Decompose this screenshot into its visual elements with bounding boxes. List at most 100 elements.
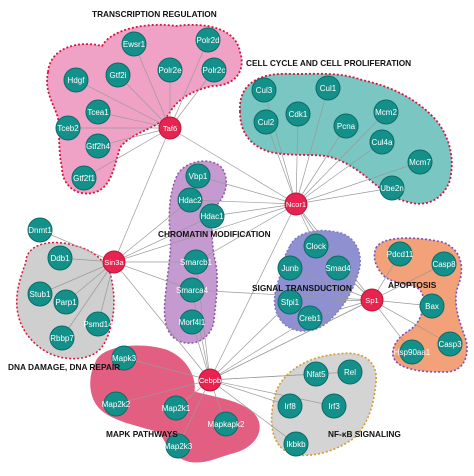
gene-node-pdcd11[interactable]: Pdcd11: [387, 241, 414, 267]
gene-node-junb[interactable]: Junb: [277, 255, 303, 281]
edge-sin3a-smarca4: [113, 261, 193, 291]
gene-label-hdac2: Hdac2: [178, 196, 202, 205]
edge-sin3a-hdac1: [113, 215, 213, 263]
gene-node-mapk3[interactable]: Mapk3: [111, 345, 137, 371]
edge-cebpb-creb1: [209, 317, 311, 381]
gene-label-junb: Junb: [281, 264, 299, 273]
group-labels: TRANSCRIPTION REGULATION CELL CYCLE AND …: [8, 9, 437, 439]
gene-label-smarcb1: Smarcb1: [180, 258, 213, 267]
gene-node-cdk1[interactable]: Cdk1: [285, 101, 311, 127]
gene-node-cul4a[interactable]: Cul4a: [369, 129, 395, 155]
gene-node-map2k3[interactable]: Map2k3: [164, 433, 193, 459]
gene-node-creb1[interactable]: Creb1: [297, 305, 323, 331]
gene-node-ube2n[interactable]: Ube2n: [379, 175, 405, 201]
gene-node-mapkapk2[interactable]: Mapkapk2: [208, 411, 245, 437]
gene-label-map2k1: Map2k1: [162, 404, 191, 413]
edge-sp1-ncor1: [295, 203, 373, 301]
edge-ncor1-sin3a: [113, 203, 297, 263]
gene-label-vbp1: Vbp1: [189, 172, 208, 181]
edge-ncor1-cul3: [263, 89, 297, 205]
gene-node-morf4l1[interactable]: Morf4l1: [179, 309, 206, 335]
gene-label-dnmt1: Dnmt1: [28, 226, 52, 235]
gene-node-stub1[interactable]: Stub1: [27, 281, 53, 307]
edge-taf6-polr2d: [169, 39, 209, 129]
gene-node-polr2d[interactable]: Polr2d: [195, 27, 221, 53]
gene-node-tcea1[interactable]: Tcea1: [85, 99, 111, 125]
gene-label-gtf2h4: Gtf2h4: [86, 142, 111, 151]
edge-cebpb-sp1: [209, 299, 373, 381]
gene-label-parp1: Parp1: [55, 298, 77, 307]
gene-node-bax[interactable]: Bax: [419, 293, 445, 319]
gene-node-gtf2h4[interactable]: Gtf2h4: [85, 133, 111, 159]
hub-label-sin3a: Sin3a: [104, 258, 124, 267]
hub-label-sp1: Sp1: [365, 296, 379, 305]
gene-node-hsp90aa1[interactable]: Hsp90aa1: [394, 339, 431, 365]
gene-node-casp3[interactable]: Casp3: [437, 331, 463, 357]
gene-label-map2k3: Map2k3: [164, 442, 193, 451]
gene-node-vbp1[interactable]: Vbp1: [185, 163, 211, 189]
edge-ncor1-mcm2: [295, 111, 387, 205]
gene-node-map2k2[interactable]: Map2k2: [102, 391, 131, 417]
gene-node-rbbp7[interactable]: Rbbp7: [49, 325, 75, 351]
edge-sin3a-hdac2: [113, 199, 191, 263]
gene-node-smarca4[interactable]: Smarca4: [176, 277, 209, 303]
gene-node-cul1[interactable]: Cul1: [315, 75, 341, 101]
gene-label-smarca4: Smarca4: [176, 286, 209, 295]
gene-node-irf8[interactable]: Irf8: [277, 393, 303, 419]
gene-node-mcm2[interactable]: Mcm2: [373, 99, 399, 125]
gene-label-cul4a: Cul4a: [372, 138, 393, 147]
edge-taf6-ncor1: [169, 127, 297, 205]
gene-label-clock: Clock: [306, 242, 327, 251]
gene-node-casp8[interactable]: Casp8: [431, 251, 457, 277]
gene-node-hdac2[interactable]: Hdac2: [177, 187, 203, 213]
label-transcription-regulation: TRANSCRIPTION REGULATION: [92, 9, 217, 19]
hub-node-sp1[interactable]: Sp1: [360, 288, 384, 312]
gene-node-ddb1[interactable]: Ddb1: [47, 245, 73, 271]
gene-node-clock[interactable]: Clock: [303, 233, 329, 259]
hub-node-taf6[interactable]: Taf6: [158, 116, 182, 140]
gene-node-mcm7[interactable]: Mcm7: [407, 149, 433, 175]
edge-ncor1-smarcb1: [195, 203, 297, 263]
gene-node-psmd14[interactable]: Psmd14: [83, 311, 113, 337]
gene-node-map2k1[interactable]: Map2k1: [162, 395, 191, 421]
edge-ncor1-cebpb: [209, 203, 297, 381]
gene-node-rel[interactable]: Rel: [337, 359, 363, 385]
hub-node-ncor1[interactable]: Ncor1: [284, 192, 308, 216]
label-dna-damage: DNA DAMAGE, DNA REPAIR: [8, 362, 120, 372]
hub-nodes: Taf6 Ncor1 Sin3a Sp1 Cebpb: [102, 116, 384, 392]
gene-node-sfpi1[interactable]: Sfpi1: [277, 289, 303, 315]
gene-node-cul3[interactable]: Cul3: [251, 77, 277, 103]
gene-node-pcna[interactable]: Pcna: [333, 113, 359, 139]
gene-node-cul2[interactable]: Cul2: [253, 109, 279, 135]
gene-label-cul3: Cul3: [256, 86, 273, 95]
edge-cebpb-sfpi1: [209, 301, 291, 381]
gene-node-gtf2f1[interactable]: Gtf2f1: [71, 165, 97, 191]
edge-cebpb-irf3: [209, 379, 335, 407]
gene-label-casp3: Casp3: [438, 340, 462, 349]
gene-node-irf3[interactable]: Irf3: [321, 393, 347, 419]
gene-node-nfat5[interactable]: Nfat5: [303, 361, 329, 387]
gene-node-ikbkb[interactable]: Ikbkb: [283, 431, 309, 457]
gene-node-dnmt1[interactable]: Dnmt1: [27, 217, 53, 243]
gene-label-pdcd11: Pdcd11: [387, 250, 414, 259]
hub-node-cebpb[interactable]: Cebpb: [198, 368, 222, 392]
gene-label-hdac1: Hdac1: [200, 212, 224, 221]
gene-label-irf8: Irf8: [284, 402, 296, 411]
gene-node-hdac1[interactable]: Hdac1: [199, 203, 225, 229]
gene-node-gtf2i[interactable]: Gtf2i: [105, 62, 131, 88]
gene-node-smad4[interactable]: Smad4: [325, 255, 351, 281]
gene-node-hdgf[interactable]: Hdgf: [63, 67, 89, 93]
edge-cebpb-map2k2: [115, 379, 211, 405]
gene-label-polr2c: Polr2c: [203, 66, 226, 75]
gene-node-smarcb1[interactable]: Smarcb1: [180, 249, 213, 275]
gene-node-parp1[interactable]: Parp1: [53, 289, 79, 315]
edge-sp1-sfpi1: [289, 299, 373, 303]
gene-node-tceb2[interactable]: Tceb2: [55, 115, 81, 141]
gene-node-ewsr1[interactable]: Ewsr1: [121, 31, 147, 57]
gene-node-polr2e[interactable]: Polr2e: [157, 57, 183, 83]
edge-ncor1-cul1: [295, 87, 329, 205]
edge-taf6-sin3a: [113, 127, 171, 263]
gene-label-ube2n: Ube2n: [380, 184, 404, 193]
gene-node-polr2c[interactable]: Polr2c: [201, 57, 227, 83]
hub-node-sin3a[interactable]: Sin3a: [102, 250, 126, 274]
